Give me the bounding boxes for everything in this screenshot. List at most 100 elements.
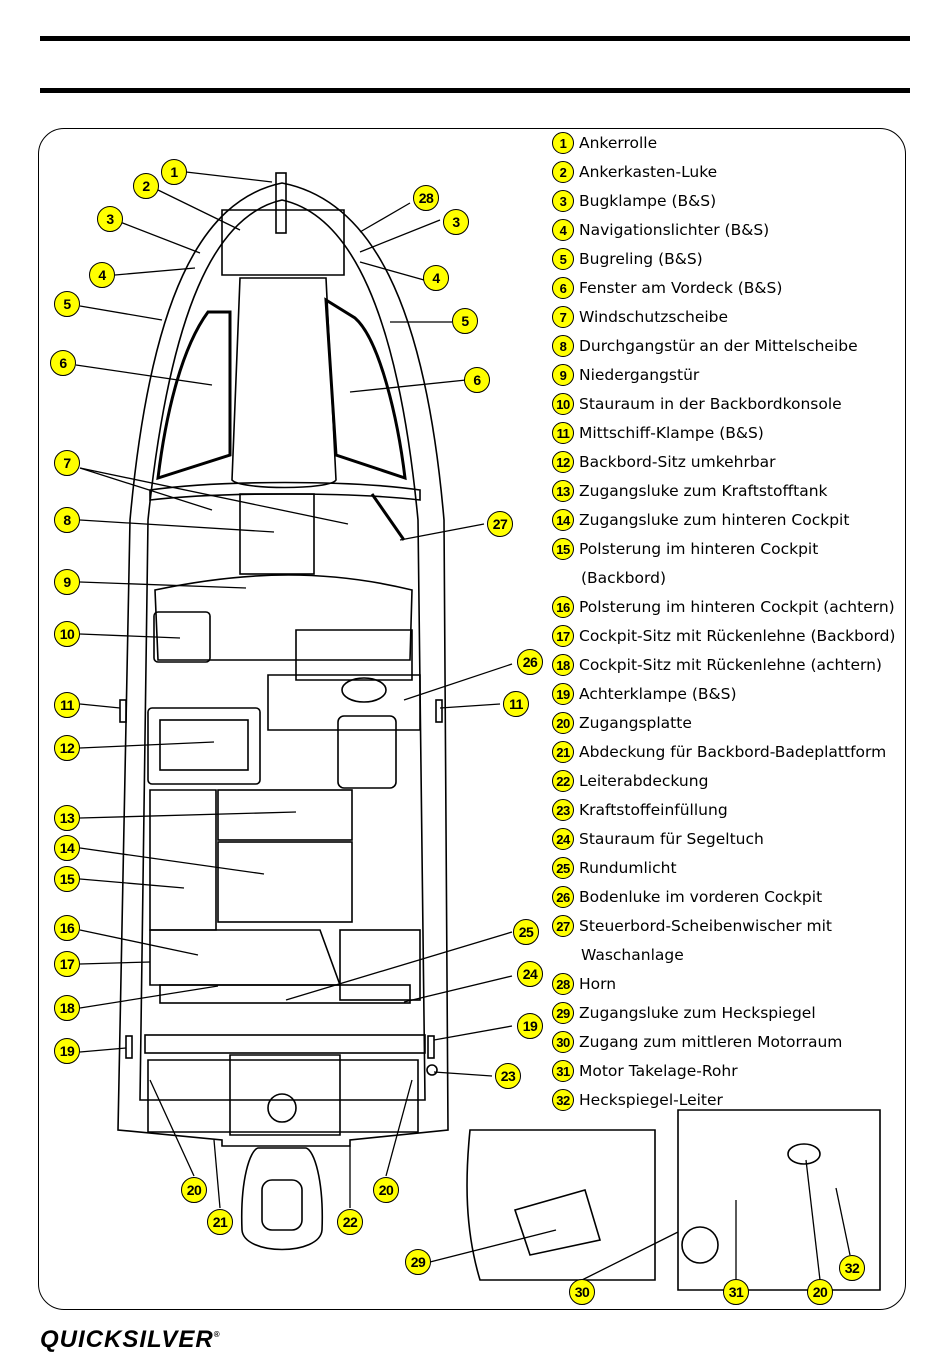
top-rule-thin xyxy=(40,36,910,41)
legend-label: Bugreling (B&S) xyxy=(579,250,703,268)
legend-label: Motor Takelage-Rohr xyxy=(579,1062,738,1080)
callout-badge: 15 xyxy=(54,866,80,892)
callout-badge: 20 xyxy=(807,1279,833,1305)
helm-console xyxy=(295,629,413,681)
callout-badge: 7 xyxy=(54,450,80,476)
legend-label: Durchgangstür an der Mittelscheibe xyxy=(579,337,858,355)
hatch-circle xyxy=(267,1093,297,1123)
legend-number-badge: 16 xyxy=(552,596,574,618)
callout-badge: 5 xyxy=(54,291,80,317)
legend-label: Cockpit-Sitz mit Rückenlehne (Backbord) xyxy=(579,627,896,645)
hull-inner xyxy=(139,199,426,1101)
legend-label: Zugangsluke zum hinteren Cockpit xyxy=(579,511,850,529)
legend-number-badge: 18 xyxy=(552,654,574,676)
inset-engine-circle xyxy=(681,1226,719,1264)
callout-badge: 32 xyxy=(839,1255,865,1281)
legend-item: 5 Bugreling (B&S) xyxy=(552,246,902,275)
legend-number-badge: 19 xyxy=(552,683,574,705)
legend-number-badge: 17 xyxy=(552,625,574,647)
legend-number-badge: 29 xyxy=(552,1002,574,1024)
legend-item: 14 Zugangsluke zum hinteren Cockpit xyxy=(552,507,902,536)
legend-label: Zugangsplatte xyxy=(579,714,692,732)
callout-badge: 3 xyxy=(443,209,469,235)
legend-item-continuation: (Backbord) xyxy=(552,565,902,594)
callout-badge: 25 xyxy=(513,919,539,945)
fuel-fill xyxy=(426,1064,438,1076)
callout-badge: 6 xyxy=(50,350,76,376)
legend-number-badge: 6 xyxy=(552,277,574,299)
legend-label: Leiterabdeckung xyxy=(579,772,709,790)
callout-badge: 18 xyxy=(54,995,80,1021)
brand-mark: ® xyxy=(213,1330,221,1339)
center-door xyxy=(239,493,315,575)
callout-badge: 6 xyxy=(464,367,490,393)
top-rule-thick xyxy=(40,88,910,93)
legend-number-badge: 27 xyxy=(552,915,574,937)
legend-number-badge: 30 xyxy=(552,1031,574,1053)
legend-label: Cockpit-Sitz mit Rückenlehne (achtern) xyxy=(579,656,882,674)
legend-number-badge: 4 xyxy=(552,219,574,241)
hull-outline xyxy=(117,182,449,1147)
legend-item-continuation: Waschanlage xyxy=(552,942,902,971)
anchor-roller xyxy=(275,172,287,234)
callout-badge: 1 xyxy=(161,159,187,185)
port-seat xyxy=(147,707,261,785)
callout-badge: 31 xyxy=(723,1279,749,1305)
legend-number-badge: 8 xyxy=(552,335,574,357)
callout-badge: 29 xyxy=(405,1249,431,1275)
port-cleat xyxy=(119,699,127,723)
legend-item: 27 Steuerbord-Scheibenwischer mit xyxy=(552,913,902,942)
callout-badge: 11 xyxy=(503,691,529,717)
legend-number-badge: 12 xyxy=(552,451,574,473)
legend-label: Rundumlicht xyxy=(579,859,677,877)
swim-platform xyxy=(147,1059,419,1133)
legend-label: Steuerbord-Scheibenwischer mit xyxy=(579,917,832,935)
brand-logo: QUICKSILVER® xyxy=(40,1326,221,1354)
callout-badge: 2 xyxy=(133,173,159,199)
legend-number-badge: 25 xyxy=(552,857,574,879)
legend-label: Backbord-Sitz umkehrbar xyxy=(579,453,776,471)
legend-label: Navigationslichter (B&S) xyxy=(579,221,770,239)
legend-item: 8 Durchgangstür an der Mittelscheibe xyxy=(552,333,902,362)
rear-cushion-port xyxy=(149,789,217,931)
legend-label: Stauraum in der Backbordkonsole xyxy=(579,395,842,413)
transom xyxy=(144,1034,426,1054)
bow-deck xyxy=(221,209,345,276)
legend-label: Stauraum für Segeltuch xyxy=(579,830,764,848)
legend-label: Kraftstoffeinfüllung xyxy=(579,801,728,819)
callout-badge: 8 xyxy=(54,507,80,533)
legend-number-badge: 5 xyxy=(552,248,574,270)
legend-number-badge: 20 xyxy=(552,712,574,734)
callout-badge: 11 xyxy=(54,692,80,718)
starboard-aft-cleat xyxy=(427,1035,435,1059)
legend-number-badge: 31 xyxy=(552,1060,574,1082)
callout-badge: 10 xyxy=(54,621,80,647)
legend-number-badge: 14 xyxy=(552,509,574,531)
legend-label: Polsterung im hinteren Cockpit xyxy=(579,540,819,558)
canvas-storage xyxy=(339,929,421,1001)
helm-seat xyxy=(337,715,397,789)
callout-badge: 19 xyxy=(54,1038,80,1064)
aft-seat xyxy=(159,984,411,1004)
legend-number-badge: 1 xyxy=(552,132,574,154)
inset-transom-hatch xyxy=(466,1129,656,1281)
callout-badge: 14 xyxy=(54,835,80,861)
floor-hatch-front xyxy=(267,674,421,731)
callout-badge: 22 xyxy=(337,1209,363,1235)
legend-label: Horn xyxy=(579,975,617,993)
port-window xyxy=(156,310,232,481)
